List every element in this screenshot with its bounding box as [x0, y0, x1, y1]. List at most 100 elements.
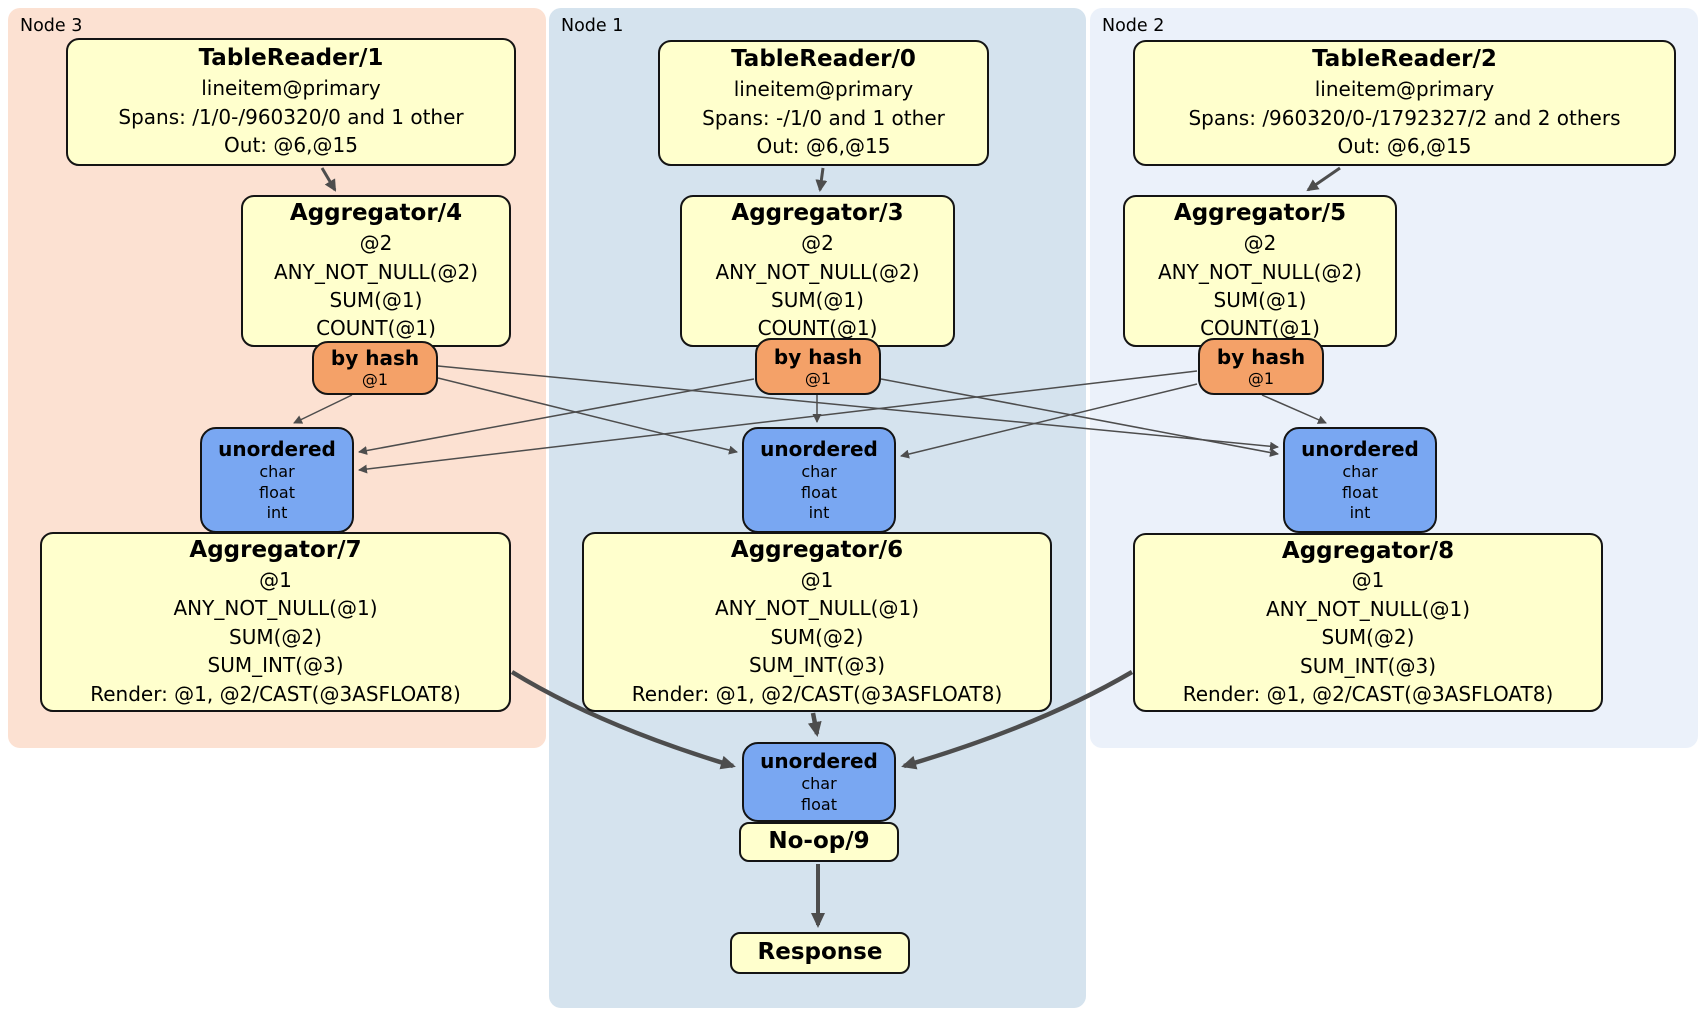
aggregator-6-func1: ANY_NOT_NULL(@1) [715, 596, 919, 621]
aggregator-6-title: Aggregator/6 [730, 537, 904, 564]
response-title: Response [757, 939, 883, 966]
sync-final-type-float: float [801, 795, 837, 814]
aggregator-6-group: @1 [800, 567, 834, 592]
tablereader-0-title: TableReader/0 [731, 46, 916, 73]
tablereader-2-spans: Spans: /960320/0-/1792327/2 and 2 others [1188, 105, 1621, 130]
tablereader-0-spans: Spans: -/1/0 and 1 other [702, 105, 945, 130]
aggregator-6-func2: SUM(@2) [770, 624, 864, 649]
aggregator-8-func3: SUM_INT(@3) [1300, 653, 1436, 678]
sync-node1-type-int: int [808, 503, 830, 523]
aggregator-4-box: Aggregator/4 @2 ANY_NOT_NULL(@2) SUM(@1)… [241, 195, 511, 347]
aggregator-5-box: Aggregator/5 @2 ANY_NOT_NULL(@2) SUM(@1)… [1123, 195, 1397, 347]
aggregator-8-func2: SUM(@2) [1321, 625, 1415, 650]
aggregator-3-title: Aggregator/3 [731, 200, 904, 227]
edge-router1-sync3 [358, 378, 755, 455]
aggregator-5-title: Aggregator/5 [1173, 200, 1347, 227]
aggregator-3-func2: SUM(@1) [771, 287, 864, 312]
node-3-label: Node 3 [20, 16, 83, 36]
router-node1-title: by hash [773, 344, 863, 369]
tablereader-2-box: TableReader/2 lineitem@primary Spans: /9… [1133, 40, 1676, 166]
edge-router3-sync2 [437, 365, 1279, 451]
aggregator-7-title: Aggregator/7 [189, 537, 362, 564]
aggregator-7-func2: SUM(@2) [229, 624, 322, 649]
edge-tablereader1-aggregator4 [320, 167, 337, 192]
aggregator-3-func3: COUNT(@1) [757, 316, 878, 341]
sync-node3-type-char: char [259, 461, 295, 481]
aggregator-5-func3: COUNT(@1) [1200, 316, 1320, 341]
edge-aggregator6-final-sync [807, 712, 822, 737]
sync-node2-type-char: char [1342, 461, 1378, 481]
node-1-label: Node 1 [561, 16, 624, 36]
response-box: Response [730, 932, 910, 974]
aggregator-8-box: Aggregator/8 @1 ANY_NOT_NULL(@1) SUM(@2)… [1133, 533, 1603, 712]
tablereader-1-box: TableReader/1 lineitem@primary Spans: /1… [66, 38, 516, 166]
router-by-hash-node2: by hash @1 [1198, 338, 1324, 395]
sync-node3-title: unordered [218, 436, 336, 461]
tablereader-0-index: lineitem@primary [733, 77, 914, 102]
sync-final-type-char: char [801, 774, 837, 794]
aggregator-4-group: @2 [359, 231, 393, 256]
noop-9-box: No-op/9 [739, 822, 899, 862]
aggregator-7-render: Render: @1, @2/CAST(@3ASFLOAT8) [90, 681, 461, 706]
edge-tablereader2-aggregator5 [1306, 166, 1341, 192]
aggregator-4-func1: ANY_NOT_NULL(@2) [274, 259, 478, 284]
aggregator-4-func2: SUM(@1) [329, 287, 423, 312]
aggregator-7-func3: SUM_INT(@3) [207, 653, 344, 678]
edge-tablereader0-aggregator3 [815, 167, 828, 192]
tablereader-2-title: TableReader/2 [1312, 46, 1497, 73]
aggregator-8-title: Aggregator/8 [1281, 537, 1455, 564]
aggregator-8-group: @1 [1351, 568, 1385, 593]
tablereader-2-index: lineitem@primary [1314, 77, 1495, 102]
aggregator-3-func1: ANY_NOT_NULL(@2) [715, 259, 920, 284]
sync-node2-type-float: float [1342, 482, 1378, 502]
aggregator-6-box: Aggregator/6 @1 ANY_NOT_NULL(@1) SUM(@2)… [582, 532, 1052, 712]
aggregator-8-render: Render: @1, @2/CAST(@3ASFLOAT8) [1182, 682, 1554, 707]
aggregator-7-box: Aggregator/7 @1 ANY_NOT_NULL(@1) SUM(@2)… [40, 532, 511, 712]
aggregator-5-func2: SUM(@1) [1213, 287, 1307, 312]
edge-router3-sync1 [437, 377, 738, 455]
router-node3-key: @1 [361, 370, 389, 390]
aggregator-7-group: @1 [259, 567, 292, 592]
sync-node1-type-char: char [801, 461, 837, 481]
aggregator-3-group: @2 [801, 231, 834, 256]
aggregator-7-func1: ANY_NOT_NULL(@1) [173, 596, 378, 621]
edge-aggregator7-final-sync [510, 670, 736, 770]
tablereader-0-box: TableReader/0 lineitem@primary Spans: -/… [658, 40, 989, 166]
router-node2-key: @1 [1247, 368, 1275, 388]
sync-node1-type-float: float [801, 482, 837, 502]
router-node3-title: by hash [330, 346, 420, 371]
node-2-label: Node 2 [1102, 16, 1165, 36]
noop-9-title: No-op/9 [768, 828, 870, 855]
edge-router3-sync3 [293, 394, 353, 424]
sync-final-title: unordered [760, 749, 878, 774]
aggregator-5-func1: ANY_NOT_NULL(@2) [1158, 259, 1362, 284]
edge-router2-sync2 [1261, 394, 1327, 424]
sync-node2-type-int: int [1349, 503, 1371, 523]
tablereader-1-index: lineitem@primary [201, 76, 381, 101]
aggregator-4-func3: COUNT(@1) [316, 316, 436, 341]
sync-unordered-node3: unordered char float int [200, 427, 354, 533]
aggregator-6-render: Render: @1, @2/CAST(@3ASFLOAT8) [631, 681, 1003, 706]
router-by-hash-node1: by hash @1 [755, 338, 881, 395]
sync-unordered-node1: unordered char float int [742, 427, 896, 533]
sync-node3-type-float: float [259, 482, 295, 502]
tablereader-1-spans: Spans: /1/0-/960320/0 and 1 other [118, 104, 464, 129]
aggregator-4-title: Aggregator/4 [289, 200, 463, 227]
router-by-hash-node3: by hash @1 [312, 341, 438, 395]
aggregator-3-box: Aggregator/3 @2 ANY_NOT_NULL(@2) SUM(@1)… [680, 195, 955, 347]
tablereader-1-title: TableReader/1 [198, 45, 384, 72]
edge-aggregator8-final-sync [901, 670, 1134, 770]
sync-unordered-node2: unordered char float int [1283, 427, 1437, 533]
edge-router2-sync1 [900, 383, 1198, 459]
aggregator-8-func1: ANY_NOT_NULL(@1) [1266, 596, 1470, 621]
edge-router1-sync2 [880, 378, 1279, 457]
aggregator-6-func3: SUM_INT(@3) [749, 653, 885, 678]
sync-node3-type-int: int [266, 503, 288, 523]
edge-router2-sync3 [358, 370, 1198, 474]
aggregator-5-group: @2 [1243, 231, 1277, 256]
router-node1-key: @1 [804, 368, 832, 388]
sync-node1-title: unordered [760, 436, 878, 461]
sync-node2-title: unordered [1301, 436, 1419, 461]
